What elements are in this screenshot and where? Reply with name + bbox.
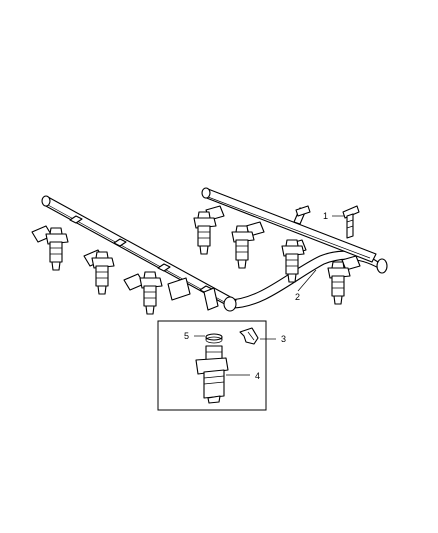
fuel-injector <box>195 345 229 404</box>
injector-clip <box>239 327 259 345</box>
bolt <box>342 205 360 239</box>
injector-left-3 <box>123 271 163 315</box>
o-ring <box>205 333 223 344</box>
injector-right-4 <box>327 255 361 305</box>
injector-left-1 <box>31 225 69 271</box>
callout-5: 5 <box>184 331 189 341</box>
callout-1: 1 <box>323 211 328 221</box>
callout-4: 4 <box>255 371 260 381</box>
callout-3: 3 <box>281 334 286 344</box>
injector-right-1 <box>193 205 225 255</box>
detail-box <box>157 320 267 411</box>
leader-2 <box>297 269 317 292</box>
injector-right-2 <box>231 221 265 269</box>
right-fuel-rail <box>201 187 377 263</box>
injector-right-3 <box>281 239 307 283</box>
rail-bracket-left <box>167 277 219 311</box>
injector-left-2 <box>83 249 115 295</box>
callout-2: 2 <box>295 292 300 302</box>
